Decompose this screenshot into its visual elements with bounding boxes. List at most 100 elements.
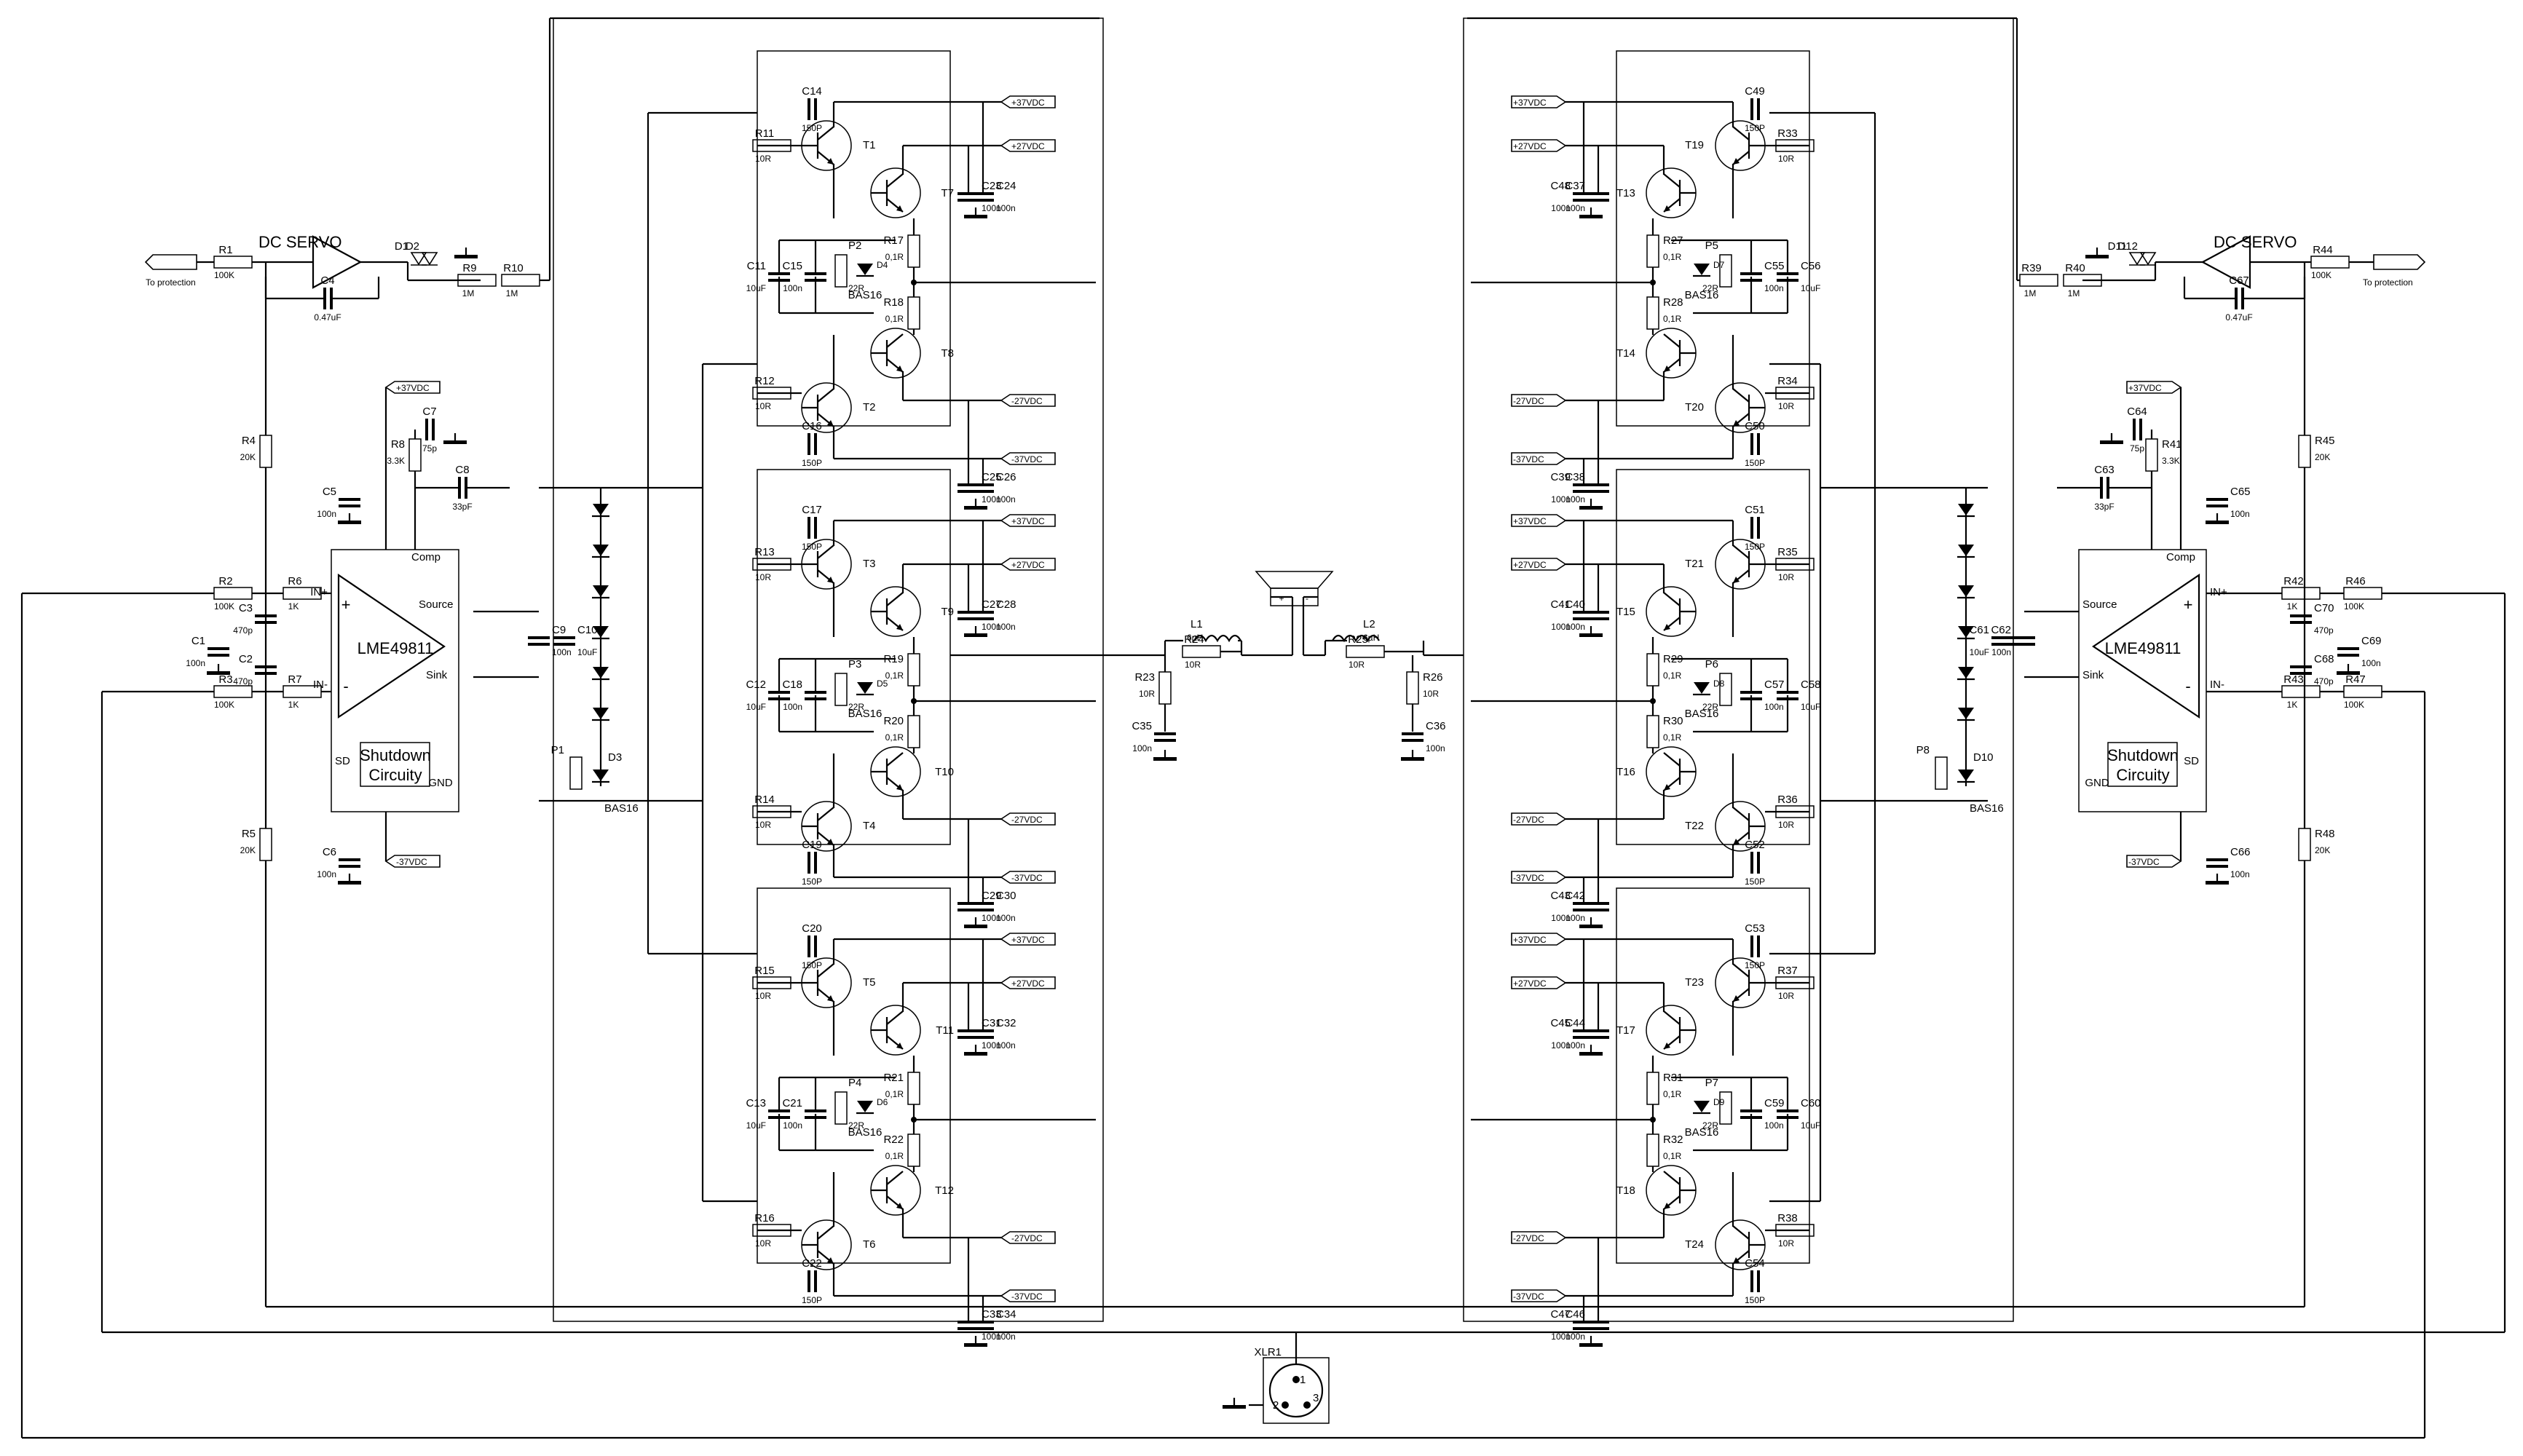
rail-label: -37VDC (2128, 857, 2160, 867)
diode (857, 682, 873, 694)
rail-tag (1511, 514, 1567, 527)
trimmer-label: P1 (551, 744, 564, 756)
capacitor-plate (1573, 199, 1595, 202)
diode-type: BAS16 (604, 802, 639, 815)
transistor-label: T1 (863, 139, 876, 151)
output-stage-box (757, 50, 951, 427)
rail-tag (1511, 394, 1567, 407)
resistor (1646, 653, 1659, 687)
capacitor-plate (1587, 1327, 1609, 1330)
transistor-collector (817, 963, 834, 978)
capacitor-value: 150P (802, 877, 822, 887)
capacitor-label: C58 (1801, 678, 1821, 691)
rail-label: +37VDC (1011, 516, 1045, 526)
capacitor-value: 100n (1551, 622, 1571, 632)
capacitor-plate (2337, 647, 2359, 650)
capacitor-plate (1587, 192, 1609, 195)
capacitor-value: 10uF (746, 702, 766, 712)
diode-type: BAS16 (848, 1126, 883, 1139)
capacitor-value: 470p (2314, 625, 2334, 636)
diode-label: D5 (877, 678, 888, 689)
capacitor-plate (1154, 732, 1176, 735)
capacitor-plate (1587, 611, 1609, 614)
rail-tag (1000, 1289, 1056, 1302)
capacitor-plate (958, 1321, 979, 1324)
diode (2128, 252, 2146, 266)
capacitor-label: C46 (1565, 1308, 1585, 1321)
capacitor-plate (458, 477, 461, 499)
ground-symbol (964, 215, 987, 218)
transistor-arrow (896, 624, 903, 630)
transistor-collector (1732, 963, 1750, 978)
trimmer-value: 22R (848, 702, 864, 712)
diode (1958, 626, 1974, 638)
capacitor-plate (768, 279, 790, 282)
resistor (1775, 387, 1815, 400)
ic-minus: - (2185, 677, 2190, 695)
shutdown-label-1: Shutdown (360, 746, 431, 764)
junction-dot (1650, 280, 1656, 285)
capacitor-plate (2290, 621, 2312, 624)
ground-symbol (964, 633, 987, 637)
labels: R1110RR1210RC14150PC16150PC1110uFC15100n… (146, 85, 2413, 1412)
ground-symbol (1153, 757, 1177, 761)
capacitor-plate (2100, 477, 2103, 499)
diode-type: BAS16 (1685, 1126, 1719, 1139)
capacitor-plate (808, 935, 810, 957)
capacitor-plate (805, 1116, 826, 1119)
capacitor-plate (1587, 483, 1609, 486)
resistor (1775, 139, 1815, 152)
capacitor-plate (1402, 732, 1424, 735)
resistor-value: 10R (1778, 154, 1794, 164)
capacitor-plate (958, 909, 979, 911)
capacitor-plate (465, 477, 467, 499)
transistor-arrow (1733, 158, 1740, 165)
capacitor-label: C20 (802, 922, 822, 935)
capacitor-plate (339, 505, 360, 507)
ic-gnd: GND (2085, 777, 2109, 789)
resistor-value: 3.3K (387, 456, 405, 466)
capacitor-value: 100n (1764, 702, 1784, 712)
capacitor-plate (972, 902, 994, 905)
transistor-arrow (896, 1042, 903, 1049)
capacitor-plate (814, 852, 817, 874)
junction-dot (1650, 1117, 1656, 1123)
capacitor-value: 470p (233, 676, 253, 687)
transistor-driver-bottom (1646, 328, 1697, 379)
resistor-value: 100K (2344, 700, 2364, 710)
rail-label: -37VDC (1513, 873, 1544, 883)
amplifier-ic-box (2078, 549, 2207, 812)
resistor (2145, 438, 2158, 472)
rail-label: +37VDC (1011, 98, 1045, 108)
transistor-label: T18 (1616, 1184, 1635, 1197)
amplifier-ic-box (331, 549, 459, 812)
capacitor-plate (1587, 909, 1609, 911)
trimmer-value: 22R (848, 1120, 864, 1131)
rail-tag (1511, 452, 1567, 465)
ground-symbol (1579, 925, 1603, 928)
ic-minus: - (343, 677, 348, 695)
trimmer (569, 756, 583, 790)
resistor (2298, 435, 2311, 468)
transistor-label: T11 (936, 1024, 954, 1037)
capacitor-plate (339, 858, 360, 861)
ground-symbol (338, 521, 361, 524)
ground-symbol (207, 671, 230, 675)
capacitor-label: C13 (746, 1097, 766, 1109)
resistor-value: 1M (462, 288, 475, 298)
shutdown-label-1: Shutdown (2107, 746, 2179, 764)
rail-label: -27VDC (1513, 396, 1544, 406)
resistor-value: 100K (214, 700, 234, 710)
capacitor-plate (1573, 483, 1595, 486)
capacitor-plate (2206, 865, 2228, 868)
capacitor-value: 100n (1551, 494, 1571, 505)
diode (1958, 585, 1974, 597)
capacitor-value: 100n (982, 913, 1001, 923)
rail-label: +27VDC (1011, 978, 1045, 989)
capacitor-label: C40 (1565, 598, 1585, 611)
resistor (2310, 256, 2350, 269)
ic-gnd: GND (428, 777, 453, 789)
transistor-arrow (1664, 1203, 1670, 1209)
capacitor-plate (1750, 935, 1753, 957)
